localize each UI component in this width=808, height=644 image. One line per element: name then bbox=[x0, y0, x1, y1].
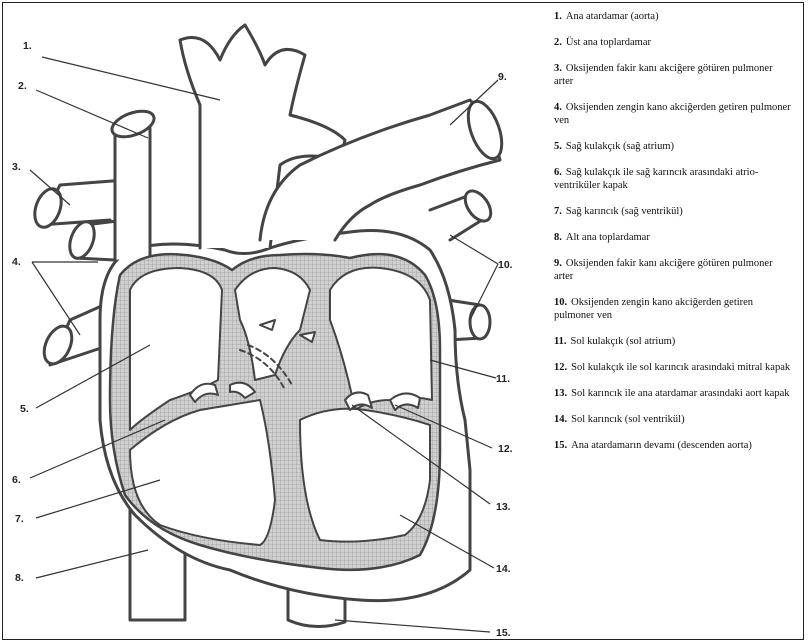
legend-text: Sağ kulakçık ile sağ karıncık arasındaki… bbox=[554, 167, 758, 191]
legend-number: 6. bbox=[554, 167, 562, 178]
legend-item: 9.Oksijenden fakir kanı akciğere götüren… bbox=[554, 257, 794, 283]
legend-number: 13. bbox=[554, 388, 567, 399]
legend-number: 14. bbox=[554, 414, 567, 425]
legend-text: Sol kulakçık ile sol karıncık arasındaki… bbox=[571, 362, 790, 373]
legend-item: 14. Sol karıncık (sol ventrikül) bbox=[554, 413, 794, 426]
marker-5: 5. bbox=[20, 403, 29, 415]
marker-1: 1. bbox=[23, 40, 32, 52]
legend-item: 12. Sol kulakçık ile sol karıncık arasınd… bbox=[554, 361, 794, 374]
legend-item: 1. Ana atardamar (aorta) bbox=[554, 10, 794, 23]
legend-text: Ana atardamarın devamı (descenden aorta) bbox=[571, 440, 752, 451]
left-ventricle-chamber bbox=[300, 409, 430, 542]
legend-number: 2. bbox=[554, 37, 562, 48]
legend-number: 7. bbox=[554, 206, 562, 217]
legend-item: 15. Ana atardamarın devamı (descenden aor… bbox=[554, 439, 794, 452]
legend-number: 10. bbox=[554, 297, 567, 308]
legend-number: 9. bbox=[554, 258, 562, 269]
marker-4: 4. bbox=[12, 256, 21, 268]
marker-15: 15. bbox=[496, 627, 511, 639]
legend-text: Sol karıncık ile ana atardamar arasındak… bbox=[571, 388, 789, 399]
marker-12: 12. bbox=[498, 443, 513, 455]
legend-text: Sol kulakçık (sol atrium) bbox=[571, 336, 676, 347]
legend-item: 11. Sol kulakçık (sol atrium) bbox=[554, 335, 794, 348]
marker-7: 7. bbox=[15, 513, 24, 525]
marker-10: 10. bbox=[498, 259, 513, 271]
legend-number: 11. bbox=[554, 336, 567, 347]
marker-6: 6. bbox=[12, 474, 21, 486]
legend-number: 5. bbox=[554, 141, 562, 152]
legend-text: Sol karıncık (sol ventrikül) bbox=[571, 414, 684, 425]
legend-text: Oksijenden fakir kanı akciğere götüren p… bbox=[554, 63, 773, 87]
legend-number: 12. bbox=[554, 362, 567, 373]
marker-14: 14. bbox=[496, 563, 511, 575]
legend-item: 2. Üst ana toplardamar bbox=[554, 36, 794, 49]
marker-9: 9. bbox=[498, 71, 507, 83]
legend-item: 7. Sağ karıncık (sağ ventrikül) bbox=[554, 205, 794, 218]
marker-8: 8. bbox=[15, 572, 24, 584]
legend-number: 3. bbox=[554, 63, 562, 74]
legend-text: Sağ kulakçık (sağ atrium) bbox=[566, 141, 674, 152]
legend-text: Alt ana toplardamar bbox=[566, 232, 650, 243]
legend-text: Ana atardamar (aorta) bbox=[566, 11, 659, 22]
legend-number: 4. bbox=[554, 102, 562, 113]
heart-diagram: 1. 2. 3. 4. 5. 6. 7. 8. 9. 10. 11. 12. 1… bbox=[0, 0, 548, 644]
legend-number: 1. bbox=[554, 11, 562, 22]
legend-text: Sağ karıncık (sağ ventrikül) bbox=[566, 206, 683, 217]
legend-text: Üst ana toplardamar bbox=[566, 37, 651, 48]
legend-number: 15. bbox=[554, 440, 567, 451]
legend-item: 10.Oksijenden zengin kano akciğerden get… bbox=[554, 296, 794, 322]
legend-item: 4.Oksijenden zengin kano akciğerden geti… bbox=[554, 101, 794, 127]
legend-item: 13. Sol karıncık ile ana atardamar arasın… bbox=[554, 387, 794, 400]
marker-3: 3. bbox=[12, 161, 21, 173]
legend-text: Oksijenden zengin kano akciğerden getire… bbox=[554, 297, 753, 321]
legend-item: 8. Alt ana toplardamar bbox=[554, 231, 794, 244]
legend-text: Oksijenden zengin kano akciğerden getire… bbox=[554, 102, 791, 126]
marker-13: 13. bbox=[496, 501, 511, 513]
marker-2: 2. bbox=[18, 80, 27, 92]
legend-item: 5. Sağ kulakçık (sağ atrium) bbox=[554, 140, 794, 153]
legend: 1. Ana atardamar (aorta) 2. Üst ana toplard… bbox=[554, 10, 794, 465]
marker-11: 11. bbox=[496, 373, 510, 385]
legend-text: Oksijenden fakir kanı akciğere götüren p… bbox=[554, 258, 773, 282]
legend-number: 8. bbox=[554, 232, 562, 243]
legend-item: 6.Sağ kulakçık ile sağ karıncık arasında… bbox=[554, 166, 794, 192]
legend-item: 3.Oksijenden fakir kanı akciğere götüren… bbox=[554, 62, 794, 88]
